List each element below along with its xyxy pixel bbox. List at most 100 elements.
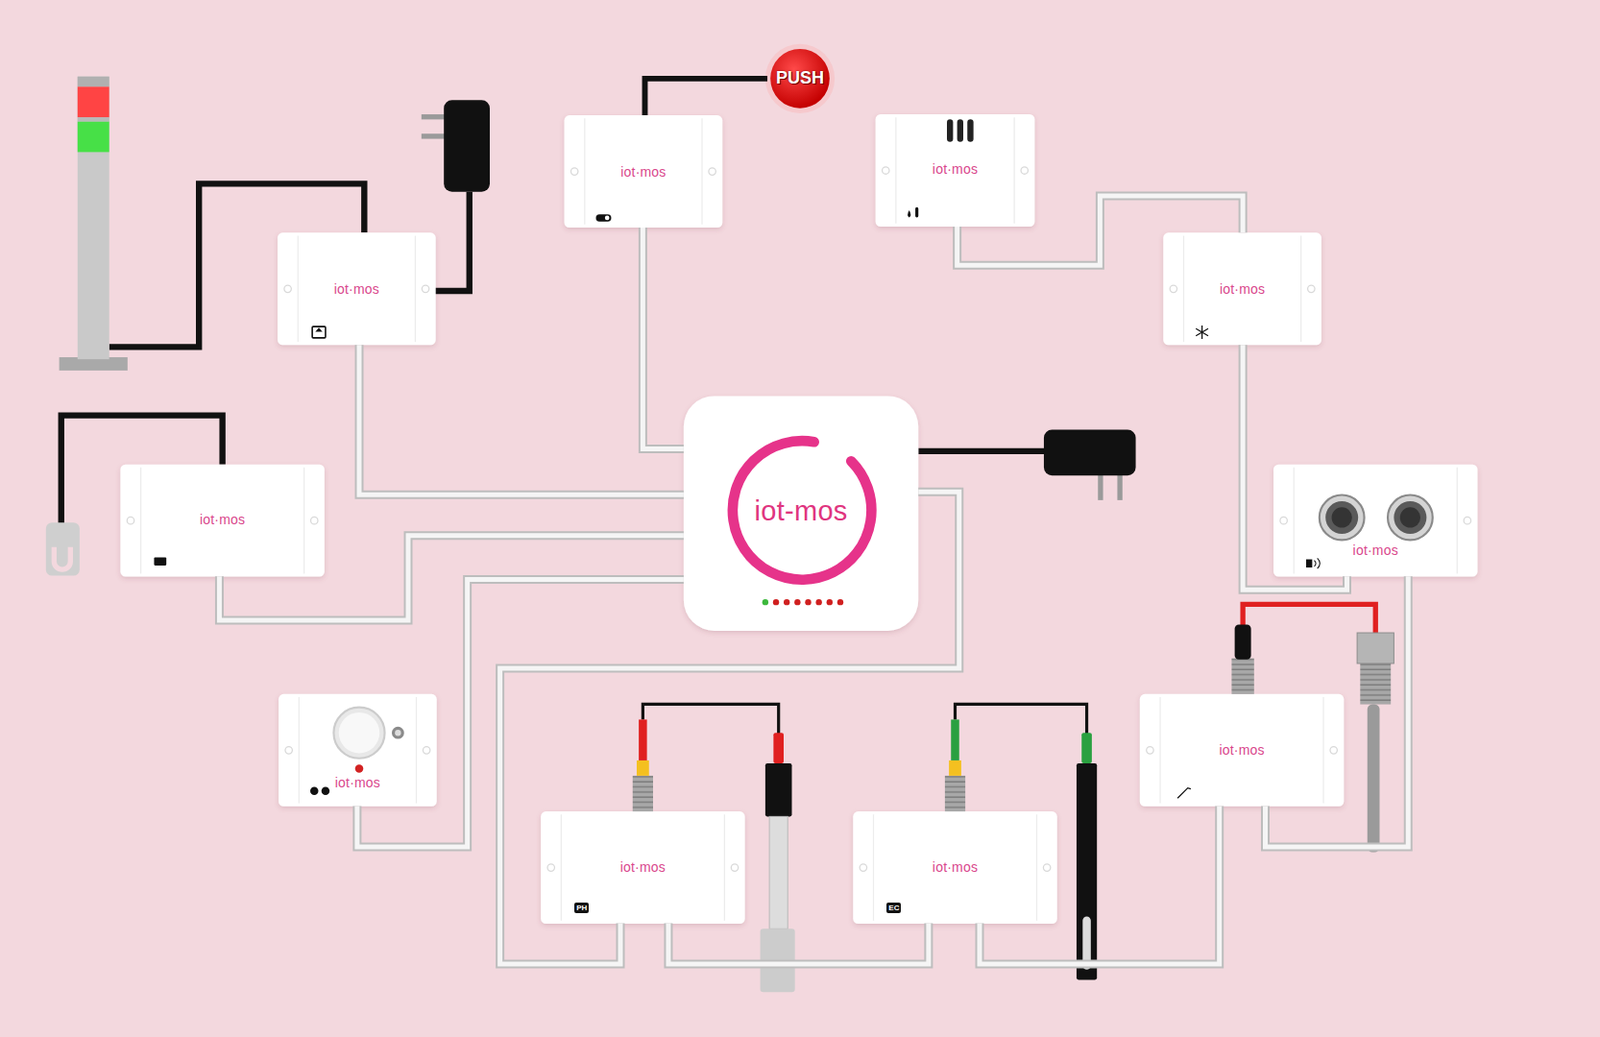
ultrasonic-transducer: [1400, 507, 1421, 528]
module-icon: [153, 557, 167, 566]
module-icon: [915, 207, 919, 219]
push-button: [765, 44, 835, 114]
ph-probe: [642, 703, 778, 735]
screw-hole: [730, 864, 738, 872]
module-body: [540, 811, 746, 924]
flange-line: [140, 467, 142, 575]
screw-hole: [1020, 167, 1028, 174]
module-body: [1139, 694, 1345, 807]
accessory-cable: [918, 448, 1051, 455]
ec-probe: [1081, 732, 1092, 764]
ultrasonic-module: iot·mos: [1273, 463, 1479, 577]
module-icon: [1314, 557, 1321, 569]
module-icon: [1306, 559, 1312, 569]
cable-core: [1242, 344, 1347, 590]
module-body: [277, 232, 437, 345]
signal-wire: [645, 78, 769, 116]
status-led: [773, 599, 779, 606]
module-label: iot·mos: [932, 859, 978, 875]
screw-hole: [708, 168, 716, 175]
sensor-cable: [1242, 344, 1347, 590]
current-clamp: [46, 522, 80, 576]
temperature-probe: [1357, 632, 1394, 664]
screw-hole: [859, 864, 867, 872]
flange-line: [701, 118, 703, 225]
power-adapter: [1043, 430, 1137, 501]
tower-light: [77, 121, 110, 152]
status-led: [762, 599, 844, 606]
pir-module: iot·mos: [278, 694, 437, 807]
cable-outline: [357, 580, 684, 848]
ec-probe: [1076, 763, 1097, 980]
temperature-probe: [1231, 604, 1394, 852]
tower-light: [77, 76, 110, 360]
flange-line: [1183, 236, 1185, 343]
cable-core: [642, 227, 684, 450]
pir-sensor: [391, 727, 405, 740]
temperature-probe: [1367, 703, 1381, 852]
current-clamp: [53, 547, 71, 570]
cable-outline: [218, 535, 683, 621]
cable-outline: [1265, 576, 1409, 848]
flange-line: [724, 814, 726, 922]
ph-probe: [632, 703, 796, 993]
module-icon: [596, 214, 612, 221]
status-led: [783, 599, 790, 606]
power-adapter: [443, 99, 490, 193]
screw-hole: [1280, 516, 1287, 524]
button-label: PUSH: [775, 68, 825, 89]
flange-line: [1159, 697, 1161, 804]
ec-probe: [950, 719, 960, 761]
screw-hole: [311, 516, 318, 524]
temperature-module: iot·mos: [1139, 694, 1345, 807]
signal-wire: [645, 78, 769, 116]
power-adapter: [1043, 430, 1137, 477]
module-label: iot·mos: [932, 161, 978, 177]
humidity-module: iot·mos: [875, 114, 1036, 227]
sensor-cable: [668, 923, 929, 966]
current-clamp: [46, 522, 80, 576]
sensor-cable: [642, 227, 684, 450]
flange-line: [583, 118, 585, 225]
screw-hole: [1463, 516, 1471, 524]
current-module: iot·mos: [120, 463, 325, 577]
ultrasonic-transducer: [1387, 495, 1433, 541]
module-label: iot·mos: [199, 511, 245, 528]
ec-probe: [948, 760, 962, 776]
cable-core: [979, 805, 1220, 965]
module-body: [1163, 232, 1322, 345]
flange-line: [560, 814, 562, 922]
temperature-probe: [1231, 658, 1254, 695]
flange-line: [1013, 117, 1015, 224]
screw-hole: [285, 747, 292, 754]
pir-sensor: [355, 764, 364, 774]
status-led: [794, 599, 800, 606]
tower-light: [77, 117, 110, 122]
module-body: [278, 694, 437, 807]
module-icon: [1177, 788, 1191, 800]
ph-module: iot·mosPH: [540, 811, 746, 924]
hub-logo: iot-mos: [753, 495, 848, 528]
screw-hole: [422, 747, 430, 754]
ec-probe: [955, 703, 1088, 735]
cable-outline: [957, 195, 1244, 266]
module-body: [564, 115, 724, 228]
ec-probe: [945, 703, 1097, 980]
flange-line: [414, 236, 416, 343]
sensor-vent: [946, 119, 953, 142]
screw-hole: [1146, 747, 1154, 754]
temperature-probe: [1235, 625, 1252, 660]
cable-core: [957, 195, 1244, 266]
status-led: [762, 599, 769, 606]
sensor-vent: [967, 119, 973, 142]
flange-line: [1322, 697, 1324, 804]
output-module: iot·mos: [277, 232, 437, 345]
module-icon: [605, 216, 610, 221]
sensor-cable: [357, 580, 684, 848]
tower-light: [77, 86, 110, 118]
module-label: iot·mos: [334, 281, 380, 297]
flange-line: [141, 117, 1458, 922]
screw-hole: [1330, 747, 1337, 754]
flange-line: [303, 467, 305, 575]
